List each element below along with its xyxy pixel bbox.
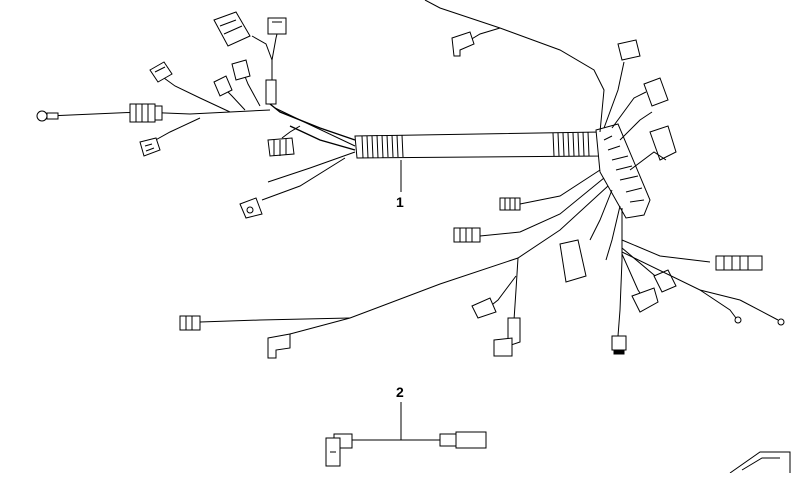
callout-1-label: 1 (396, 194, 404, 210)
plug-connector-icon (617, 39, 641, 61)
plug-connector-icon (267, 17, 287, 35)
inline-connector-icon (471, 297, 497, 319)
inline-connector-icon (499, 197, 521, 211)
adapter-lead (325, 431, 487, 467)
callout-2-label: 2 (396, 384, 404, 400)
harness-conduit (354, 131, 603, 159)
junction-block (595, 123, 651, 219)
plug-connector-icon (213, 75, 233, 97)
plug-connector-icon (231, 59, 251, 81)
large-connector-icon (213, 11, 251, 47)
plug-connector-icon (631, 287, 659, 313)
plug-connector-icon (149, 61, 173, 83)
terminal-connector-icon (611, 335, 627, 355)
inline-connector-icon (439, 431, 487, 449)
inline-connector-icon (453, 227, 481, 243)
relay-connector-icon (559, 239, 587, 283)
right-angle-connector-icon (649, 125, 677, 161)
plug-connector-icon (267, 333, 291, 359)
direction-arrow-icon (729, 451, 791, 474)
elbow-connector-icon (325, 433, 353, 467)
bundle-connector-icon (267, 137, 295, 157)
inline-connector-icon (179, 315, 201, 331)
grommet-connector (129, 103, 163, 123)
angled-sensor-connector-icon (239, 197, 263, 219)
ring-terminal-icon (36, 110, 59, 122)
plug-connector-icon (139, 137, 161, 157)
main-harness (36, 0, 785, 359)
inline-connector-icon (715, 255, 763, 271)
plug-connector-icon (451, 31, 475, 57)
elbow-connector-icon (493, 317, 521, 357)
right-angle-connector-icon (643, 77, 669, 107)
